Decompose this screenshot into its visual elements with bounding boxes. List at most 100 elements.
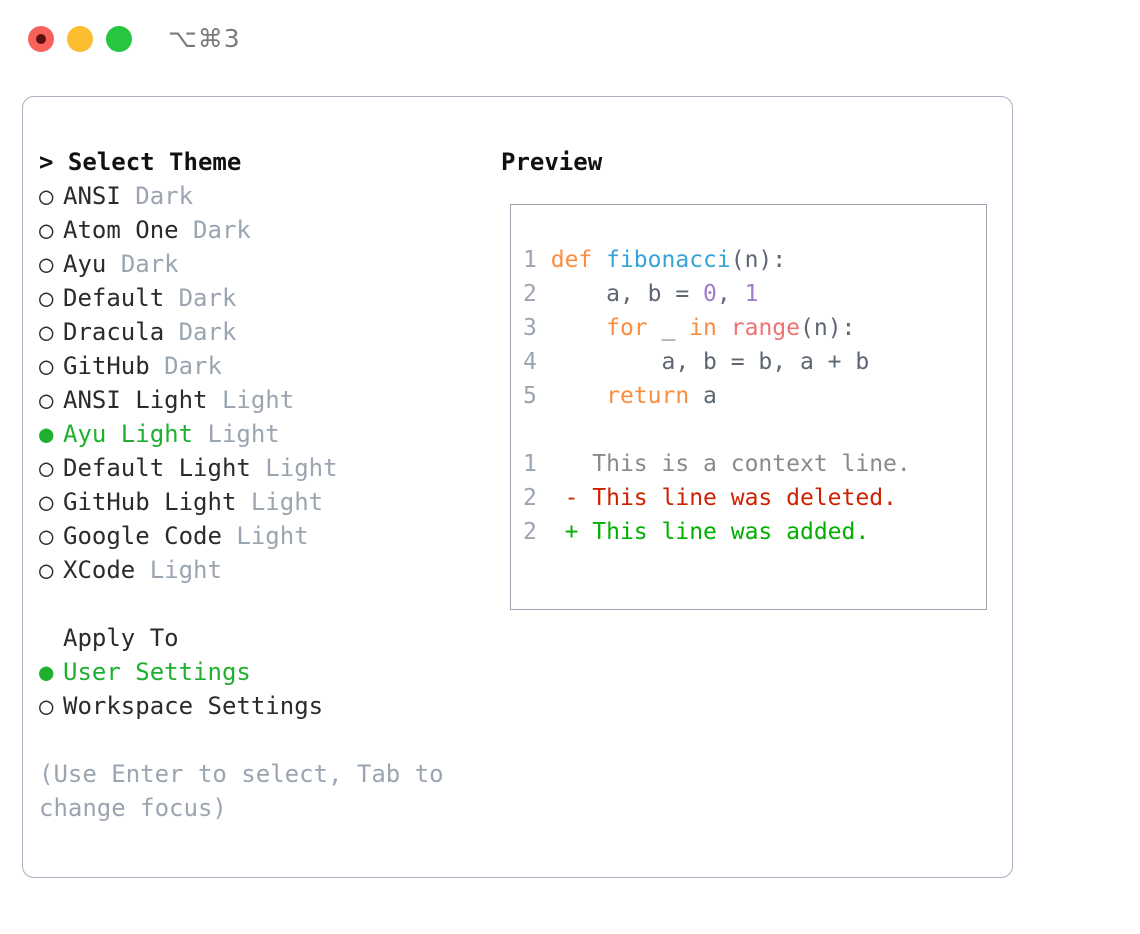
title-bar: ⌥⌘3 xyxy=(0,0,1140,78)
theme-name-label: Default xyxy=(63,284,165,312)
code-token: a, b = b, a + b xyxy=(550,349,870,375)
preview-column: Preview 1 def fibonacci(n):2 a, b = 0, 1… xyxy=(501,145,1001,610)
maximize-button[interactable] xyxy=(106,26,132,52)
theme-variant-label: Dark xyxy=(193,216,251,244)
theme-list-item[interactable]: ○ XCode Light xyxy=(39,553,489,587)
apply-to-list: ● User Settings ○ Workspace Settings xyxy=(39,655,489,723)
close-icon xyxy=(36,34,46,44)
line-number: 5 xyxy=(523,383,537,409)
code-token: range xyxy=(730,315,801,341)
theme-list-item[interactable]: ●Ayu Light Light xyxy=(39,417,489,451)
theme-list-item[interactable]: ○Default Light Light xyxy=(39,451,489,485)
theme-name-label: Ayu xyxy=(63,250,107,278)
theme-name-label: Dracula xyxy=(63,318,165,346)
code-token: (n): xyxy=(800,315,856,341)
code-token: _ xyxy=(647,315,690,341)
diff-text: This is a context line. xyxy=(592,451,911,477)
minimize-button[interactable] xyxy=(67,26,93,52)
apply-to-item[interactable]: ● User Settings xyxy=(39,655,489,689)
apply-to-item[interactable]: ○ Workspace Settings xyxy=(39,689,489,723)
radio-unselected-icon: ○ xyxy=(39,250,54,278)
theme-name-label: XCode xyxy=(63,556,136,584)
code-diff-separator xyxy=(523,413,911,447)
diff-marker: - xyxy=(564,485,593,511)
line-number: 4 xyxy=(523,349,537,375)
theme-list-item[interactable]: ○GitHub Dark xyxy=(39,349,489,383)
code-line: 3 for _ in range(n): xyxy=(523,311,911,345)
radio-unselected-icon: ○ xyxy=(39,692,54,720)
keyboard-shortcut-label: ⌥⌘3 xyxy=(168,24,241,53)
theme-list-column: > Select Theme ○ANSI Dark○Atom One Dark○… xyxy=(39,145,489,825)
diff-marker xyxy=(565,451,593,477)
code-token: 1 xyxy=(744,281,759,307)
apply-to-label: Workspace Settings xyxy=(63,692,324,720)
code-token: return xyxy=(606,383,690,409)
theme-list-item[interactable]: ○ Atom One Dark xyxy=(39,213,489,247)
theme-variant-label: Dark xyxy=(178,284,237,312)
code-line: 1 def fibonacci(n): xyxy=(523,243,911,277)
apply-to-header: Apply To xyxy=(63,624,179,652)
radio-unselected-icon: ○ xyxy=(39,556,54,584)
diff-marker: + xyxy=(564,519,593,545)
theme-variant-label: Light xyxy=(265,454,338,482)
line-number: 1 xyxy=(523,451,537,477)
theme-name-label: Google Code xyxy=(63,522,222,550)
line-number: 3 xyxy=(523,315,537,341)
code-token: a xyxy=(689,383,717,409)
diff-line: 1 This is a context line. xyxy=(523,447,911,481)
code-token: a, b = xyxy=(550,281,704,307)
theme-list-item[interactable]: ○GitHub Light Light xyxy=(39,485,489,519)
line-number: 2 xyxy=(523,519,537,545)
diff-line: 2 - This line was deleted. xyxy=(523,481,911,515)
radio-unselected-icon: ○ xyxy=(39,182,54,210)
radio-unselected-icon: ○ xyxy=(39,216,54,244)
code-token xyxy=(551,315,606,341)
theme-list-item[interactable]: ○ANSI Dark xyxy=(39,179,489,213)
theme-name-label: Ayu Light xyxy=(63,420,194,448)
radio-unselected-icon: ○ xyxy=(39,318,54,346)
code-line: 2 a, b = 0, 1 xyxy=(523,277,911,311)
radio-unselected-icon: ○ xyxy=(39,454,54,482)
theme-list-item[interactable]: ○ Default Dark xyxy=(39,281,489,315)
code-token: (n): xyxy=(730,247,787,273)
code-token: for xyxy=(606,315,648,341)
radio-unselected-icon: ○ xyxy=(39,284,54,312)
diff-line: 2 + This line was added. xyxy=(523,515,911,549)
theme-name-label: ANSI Light xyxy=(63,386,208,414)
line-number: 2 xyxy=(523,281,537,307)
theme-name-label: GitHub xyxy=(63,352,150,380)
keyboard-hint-text: (Use Enter to select, Tab to change focu… xyxy=(39,760,459,822)
theme-list-item[interactable]: ○Google Code Light xyxy=(39,519,489,553)
radio-selected-icon: ● xyxy=(39,658,54,686)
radio-unselected-icon: ○ xyxy=(39,352,54,380)
code-line: 4 a, b = b, a + b xyxy=(523,345,911,379)
theme-name-label: GitHub Light xyxy=(63,488,237,516)
apply-to-label: User Settings xyxy=(63,658,251,686)
theme-variant-label: Light xyxy=(207,420,280,448)
theme-selector-panel: > Select Theme ○ANSI Dark○Atom One Dark○… xyxy=(22,96,1013,878)
theme-variant-label: Light xyxy=(221,386,295,414)
code-token xyxy=(717,315,731,341)
code-token: 0 xyxy=(703,281,717,307)
theme-list-item[interactable]: ○ANSI Light Light xyxy=(39,383,489,417)
code-token: def xyxy=(550,247,607,273)
theme-list-item[interactable]: ○ Ayu Dark xyxy=(39,247,489,281)
code-token xyxy=(551,383,606,409)
theme-variant-label: Light xyxy=(149,556,222,584)
theme-variant-label: Dark xyxy=(135,182,194,210)
diff-text: This line was deleted. xyxy=(592,485,897,511)
theme-list: ○ANSI Dark○Atom One Dark○Ayu Dark○Defaul… xyxy=(39,179,489,587)
theme-variant-label: Light xyxy=(250,488,324,516)
theme-variant-label: Light xyxy=(236,522,309,550)
diff-text: This line was added. xyxy=(592,519,870,545)
line-number: 1 xyxy=(523,247,537,273)
theme-name-label: Atom One xyxy=(63,216,179,244)
code-token: fibonacci xyxy=(606,247,731,273)
theme-variant-label: Dark xyxy=(120,250,179,278)
code-line: 5 return a xyxy=(523,379,911,413)
code-token: in xyxy=(689,315,717,341)
theme-list-item[interactable]: ○Dracula Dark xyxy=(39,315,489,349)
preview-title: Preview xyxy=(501,148,603,176)
